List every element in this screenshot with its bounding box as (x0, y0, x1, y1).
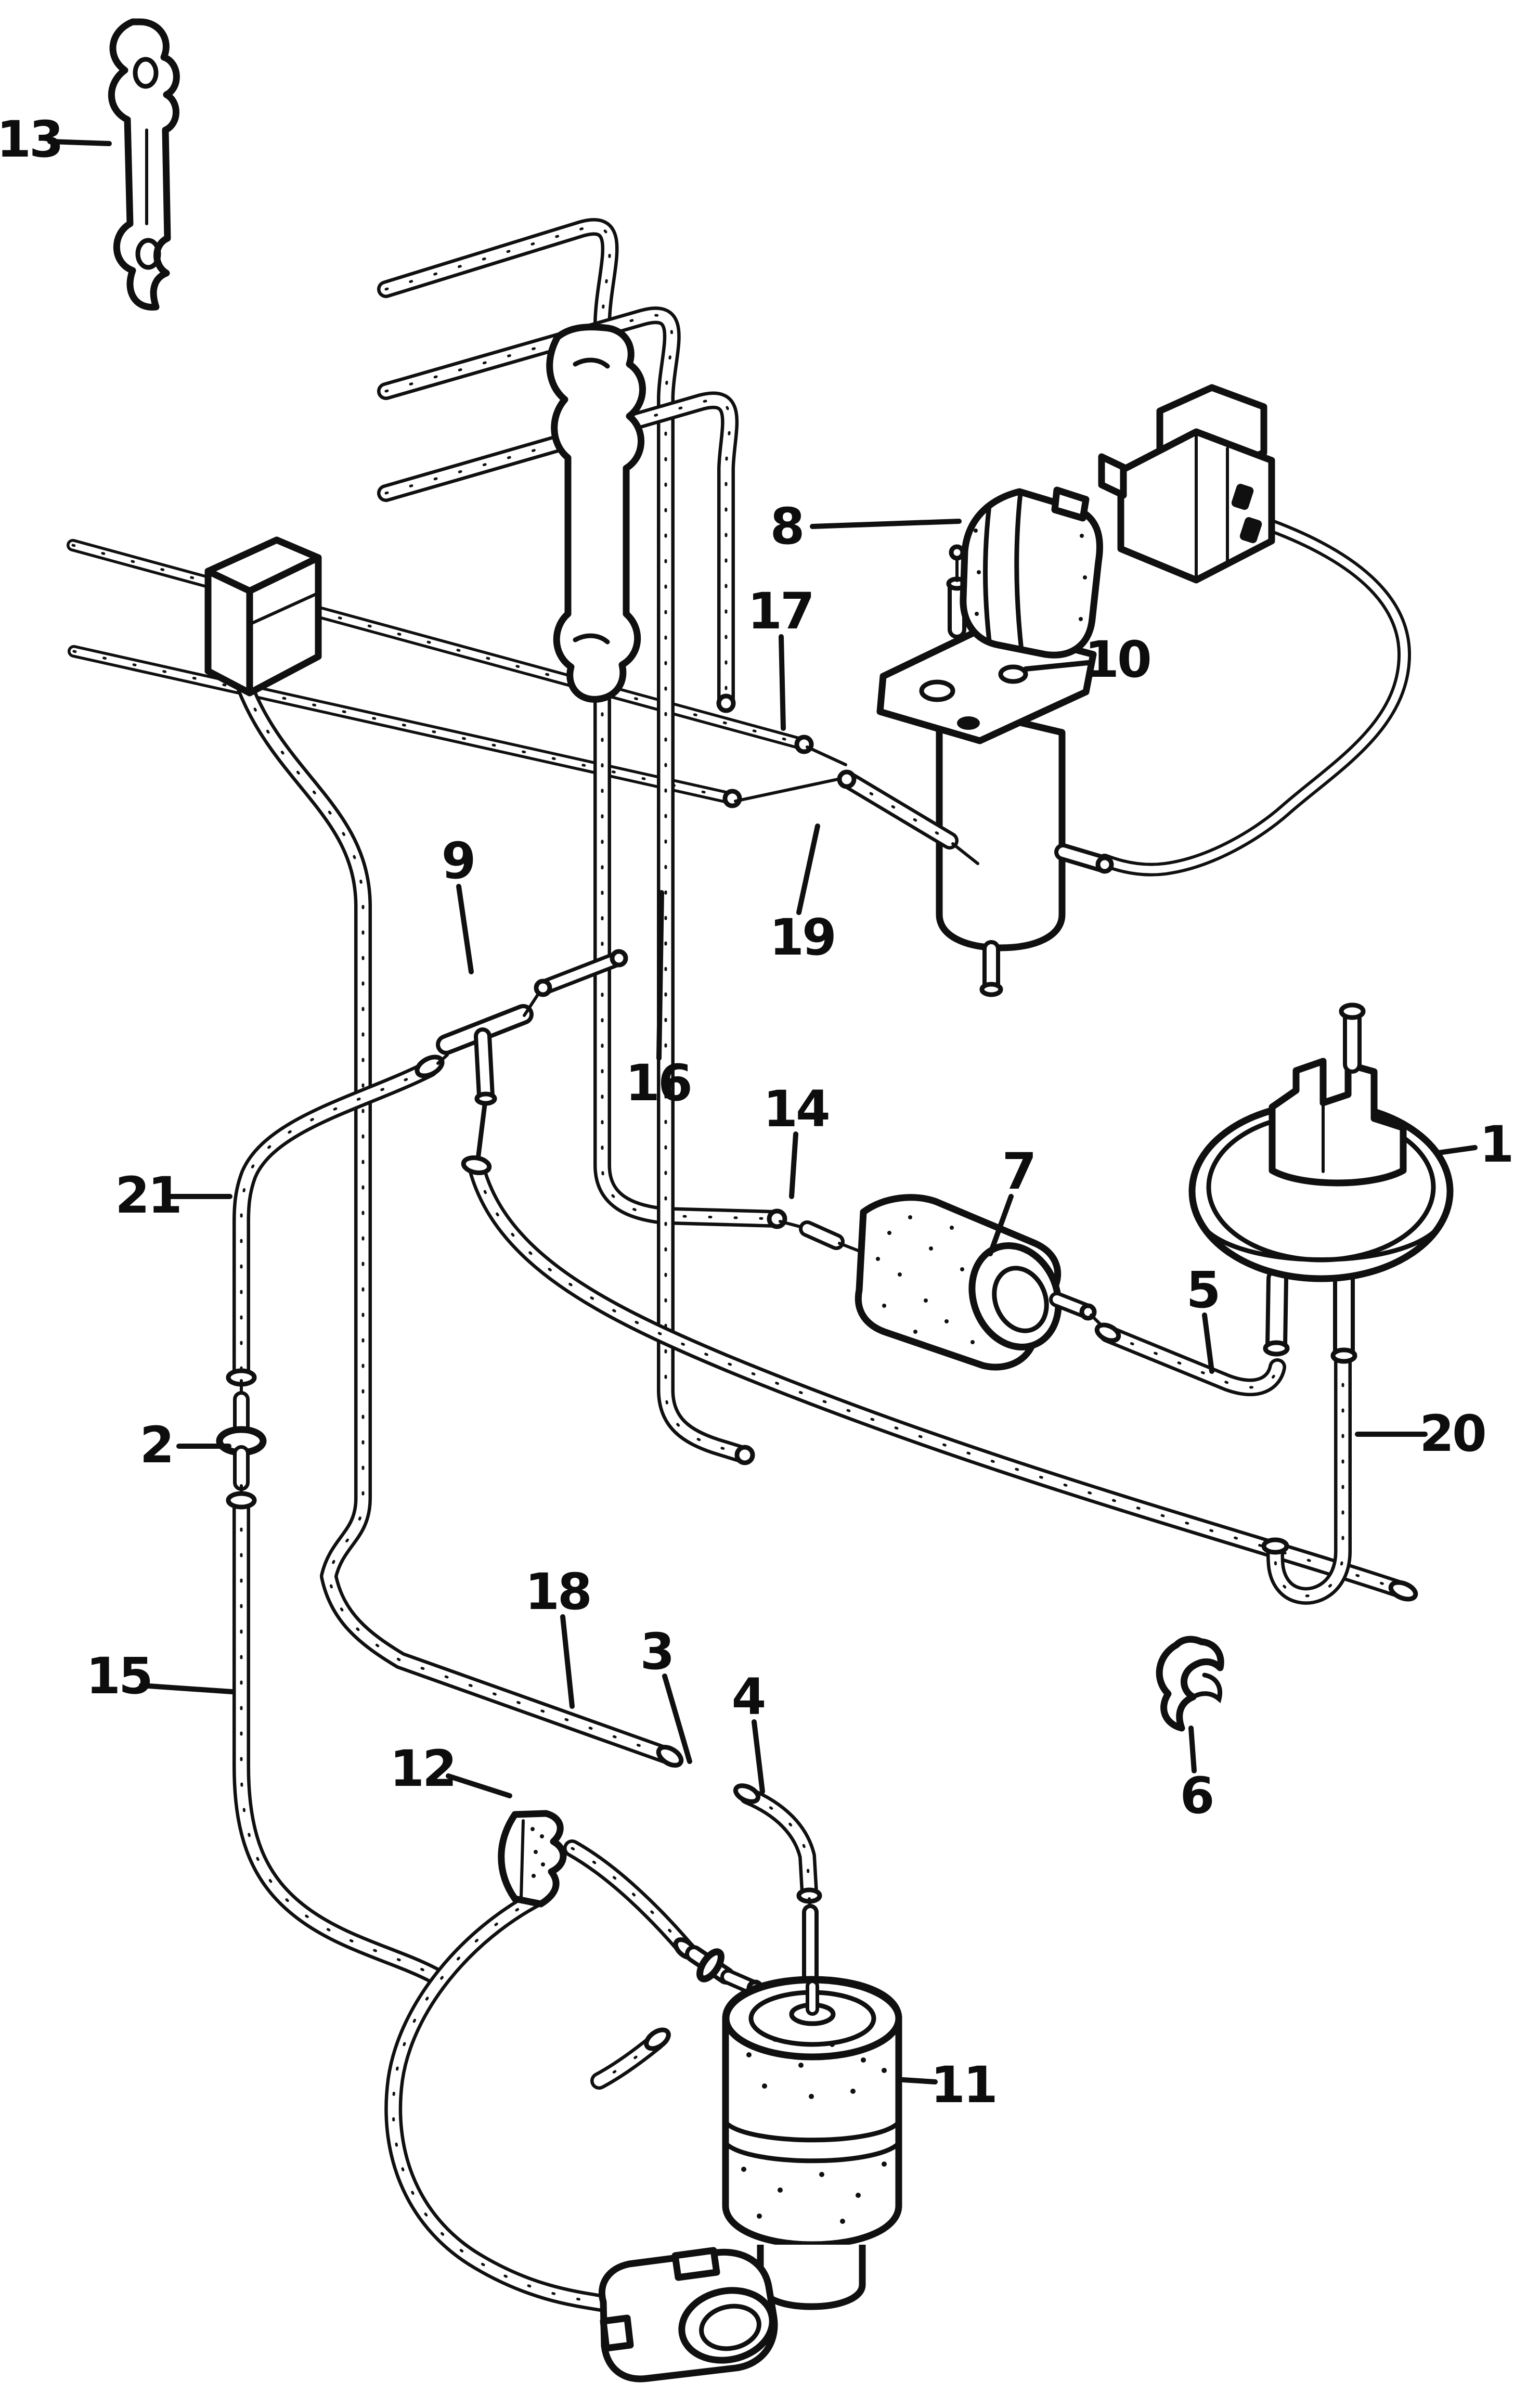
leader-16-tube (656, 890, 664, 1061)
callout-label-15: 15 (86, 1647, 153, 1705)
rubber-boot-8 (960, 486, 1103, 659)
leader-17-tube (779, 634, 786, 731)
hose-18 (244, 686, 684, 1768)
callout-label-5: 5 (1186, 1261, 1221, 1319)
callout-label-3: 3 (640, 1623, 675, 1681)
callout-label-9: 9 (441, 832, 476, 890)
leader-9-three-way-joint (456, 884, 474, 974)
callout-label-2: 2 (139, 1416, 175, 1474)
hose-15 (226, 1491, 435, 1976)
callout-label-11: 11 (930, 2056, 998, 2114)
canister-valve-11 (722, 1904, 902, 2310)
callout-label-4: 4 (731, 1668, 767, 1726)
callout-label-10: 10 (1084, 630, 1152, 689)
callout-label-1: 1 (1479, 1115, 1515, 1174)
hose-mid-diagonal (461, 1155, 1418, 1602)
leader-15-hose (139, 1683, 235, 1694)
vacuum-valve-assembly-1 (1188, 1002, 1454, 1364)
callout-label-13: 13 (0, 110, 64, 169)
callout-label-14: 14 (763, 1080, 831, 1138)
callout-label-20: 20 (1419, 1405, 1487, 1463)
hose-5 (1094, 1322, 1277, 1387)
elbow-hose-4 (733, 1783, 822, 1911)
callout-label-17: 17 (747, 582, 815, 640)
leader-10-solenoid-valve (1023, 660, 1091, 672)
leader-6-tube-clip (1188, 1726, 1197, 1773)
filter-inlet-joint (779, 1220, 860, 1252)
leader-5-hose (1202, 1312, 1214, 1374)
connector-plug-top (1098, 384, 1275, 584)
clamp-outlet-hose (572, 1848, 698, 1960)
leader-lines (47, 139, 1478, 2084)
tube-clip-13 (108, 18, 180, 311)
callout-label-16: 16 (625, 1054, 693, 1112)
float-hose-end (599, 2027, 671, 2081)
hose-21 (226, 1054, 445, 1387)
leader-1-vacuum-valve-assembly (1436, 1145, 1478, 1155)
inline-filter-7 (855, 1194, 1107, 1371)
leader-12-hose-clamp (446, 1773, 512, 1798)
leader-14-hose (789, 1131, 798, 1199)
hose-19 (734, 745, 979, 865)
tube-short (386, 400, 733, 713)
cluster-clip (546, 324, 646, 703)
leader-3-hose-joint (662, 1674, 692, 1764)
pipe-19-feed (74, 651, 742, 808)
connector-plug-bottom (598, 2247, 778, 2383)
loop-hose (393, 1897, 604, 2303)
hose-joint-2 (216, 1379, 267, 1502)
leader-18-hose (560, 1614, 575, 1709)
callout-label-6: 6 (1180, 1767, 1215, 1825)
three-way-joint-9 (436, 990, 541, 1166)
callout-label-18: 18 (525, 1563, 592, 1621)
hose-20 (1261, 1359, 1343, 1596)
tube-16 (386, 315, 755, 1465)
leader-4-elbow-hose (752, 1719, 765, 1794)
callout-label-7: 7 (1002, 1142, 1037, 1201)
pipe-clamp-block (204, 536, 322, 697)
harness-wire (1105, 526, 1404, 870)
callout-label-8: 8 (770, 497, 805, 556)
callout-label-19: 19 (769, 908, 837, 967)
leader-11-canister-valve (900, 2077, 938, 2084)
pipe-17 (73, 545, 814, 754)
tube-16-stub (534, 949, 628, 997)
callout-label-12: 12 (390, 1740, 457, 1798)
tube-clip-6 (1156, 1636, 1224, 1732)
callout-label-21: 21 (115, 1166, 183, 1225)
hose-clamp-12 (498, 1810, 567, 1908)
leader-19-hose (796, 823, 820, 915)
leader-13-tube-clip (47, 139, 112, 146)
leader-8-rubber-boot (810, 519, 962, 529)
leader-7-inline-filter (988, 1194, 1014, 1256)
